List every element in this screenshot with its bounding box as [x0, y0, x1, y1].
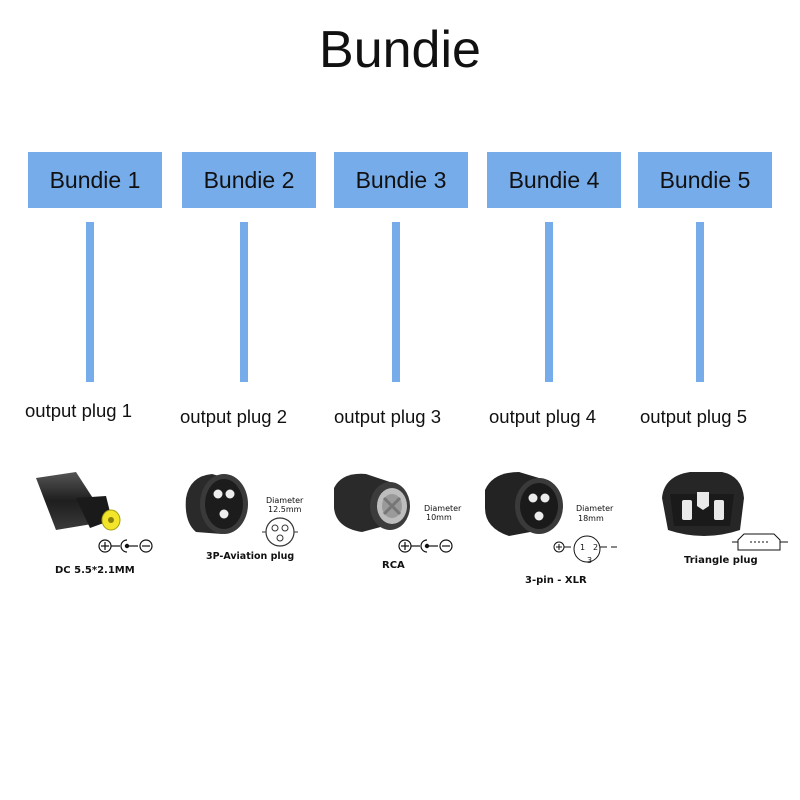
diameter-value-2: 12.5mm [268, 505, 302, 514]
diameter-label-4: Diameter [576, 504, 614, 513]
dc-barrel-plug-icon [36, 472, 121, 531]
bundle-box-5: Bundie 5 [638, 152, 772, 208]
plug-caption-1: DC 5.5*2.1MM [55, 565, 135, 576]
plug-label-3: output plug 3 [334, 406, 441, 427]
triangle-plug-diagram-icon [732, 533, 788, 551]
polarity-icon [98, 539, 153, 553]
bundle-column-5: Bundie 5 output plug 5 Triangle plug [638, 0, 788, 800]
xlr-pin-diagram-icon [553, 535, 617, 563]
plug-caption-2: 3P-Aviation plug [206, 551, 295, 562]
bundle-box-3: Bundie 3 [334, 152, 468, 208]
plug-caption-4: 3-pin - XLR [525, 575, 587, 586]
plug-label-5: output plug 5 [640, 406, 747, 427]
bundle-label-1: Bundie 1 [49, 166, 141, 193]
connector-line-1 [86, 222, 94, 382]
rca-plug-icon [334, 473, 410, 532]
polarity-icon [398, 539, 453, 553]
bundle-box-1: Bundie 1 [28, 152, 162, 208]
xlr-pin-1: 1 [580, 543, 586, 552]
xlr-plug-icon [485, 472, 563, 536]
bundle-label-4: Bundie 4 [508, 166, 600, 193]
connector-line-3 [392, 222, 400, 382]
bundle-label-5: Bundie 5 [659, 166, 751, 193]
xlr-pin-2: 2 [593, 543, 599, 552]
plug-label-4: output plug 4 [489, 406, 596, 427]
page-title: Bundie [319, 21, 481, 79]
diameter-label-3: Diameter [424, 504, 462, 513]
plug-label-2: output plug 2 [180, 406, 287, 427]
bundle-column-2: Bundie 2 output plug 2 Diameter 12.5mm 3… [180, 0, 316, 800]
connector-line-5 [696, 222, 704, 382]
aviation-pin-diagram-icon [262, 517, 298, 547]
bundle-column-4: Bundie 4 output plug 4 Diameter 18mm 1 2… [485, 0, 621, 800]
bundle-column-3: Bundie 3 output plug 3 Diameter 10mm RCA [334, 0, 468, 800]
bundle-box-2: Bundie 2 [182, 152, 316, 208]
plug-label-1: output plug 1 [25, 400, 132, 421]
xlr-pin-3: 3 [587, 556, 593, 565]
bundle-label-3: Bundie 3 [355, 166, 447, 193]
bundle-column-1: Bundie 1 output plug 1 DC 5.5*2.1MM [25, 0, 162, 800]
plug-caption-5: Triangle plug [684, 555, 758, 566]
diameter-value-4: 18mm [578, 514, 604, 523]
diameter-label-2: Diameter [266, 496, 304, 505]
connector-line-4 [545, 222, 553, 382]
bundle-box-4: Bundie 4 [487, 152, 621, 208]
connector-line-2 [240, 222, 248, 382]
diameter-value-3: 10mm [426, 513, 452, 522]
aviation-plug-icon [185, 474, 248, 534]
plug-caption-3: RCA [382, 560, 405, 571]
bundle-label-2: Bundie 2 [203, 166, 295, 193]
triangle-plug-icon [662, 472, 744, 536]
